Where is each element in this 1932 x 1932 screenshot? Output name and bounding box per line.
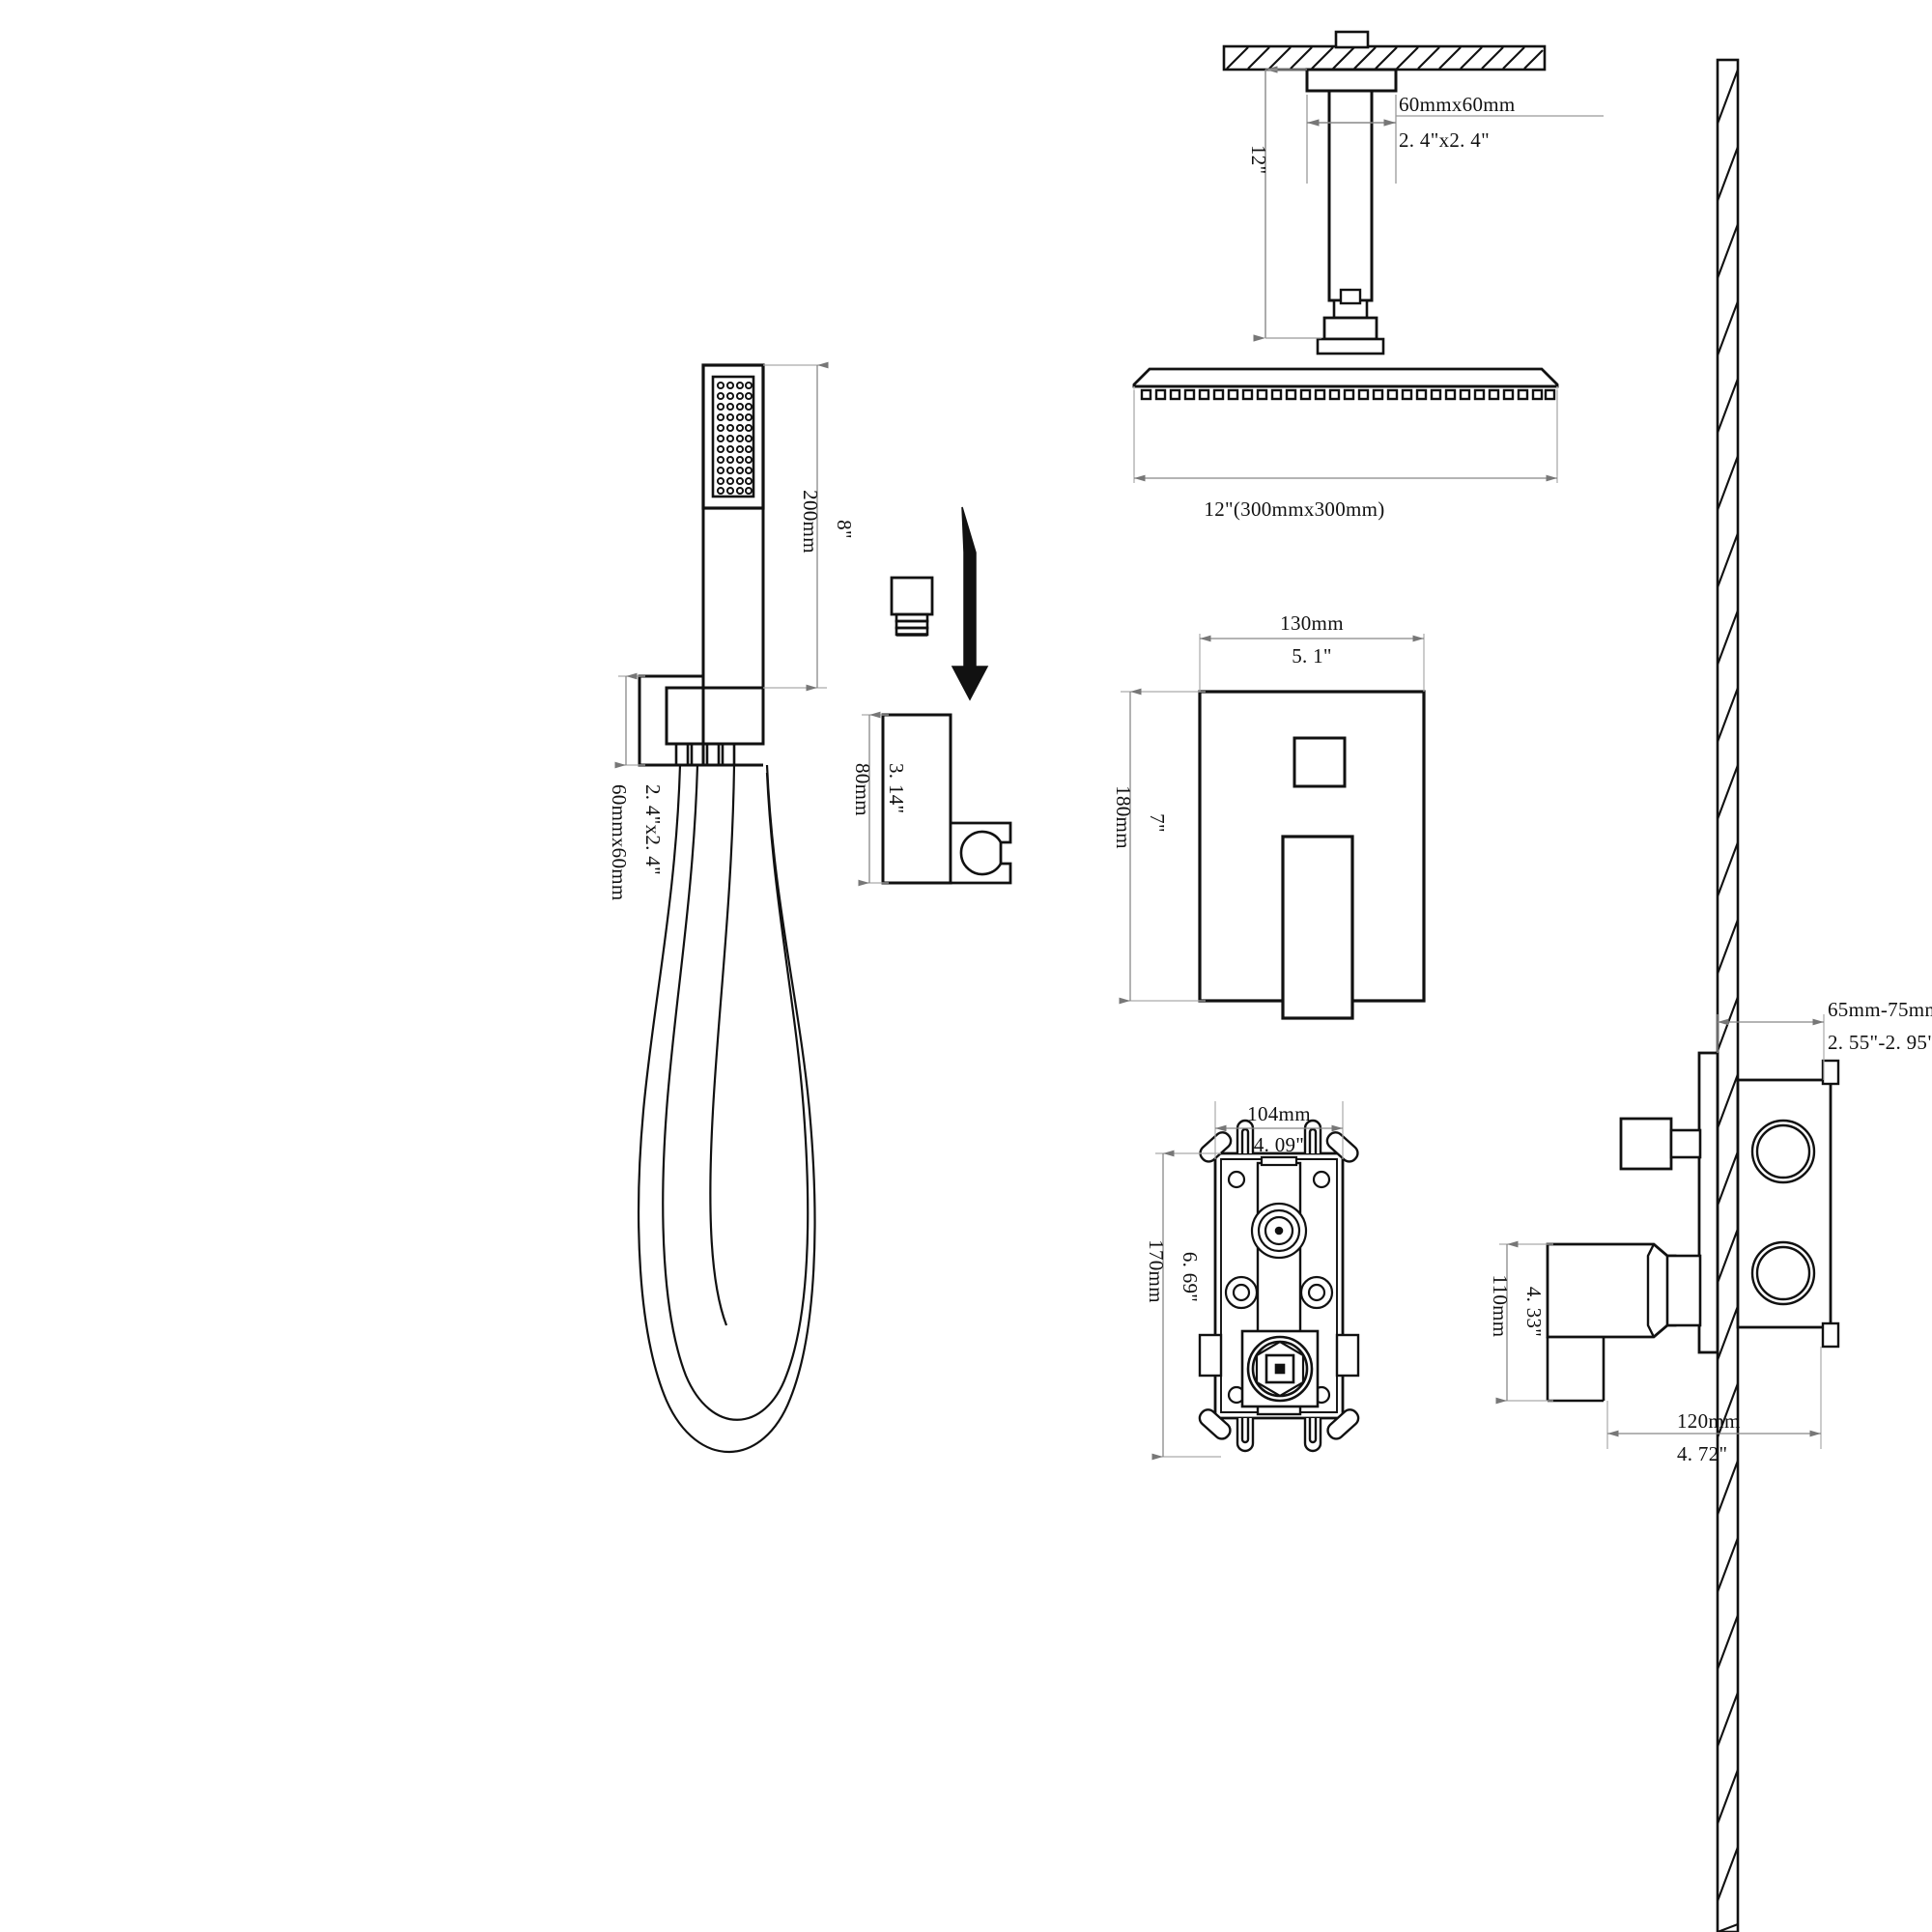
wall-valve-bottom-tab bbox=[1821, 1321, 1840, 1349]
adapter-body bbox=[890, 576, 934, 616]
dim-plate-height-metric: 180mm bbox=[1112, 785, 1135, 849]
arm-ceiling-flange bbox=[1305, 68, 1398, 93]
dim-handle-proj-metric: 120mm bbox=[1677, 1409, 1741, 1433]
dim-valve-height-metric: 170mm bbox=[1145, 1239, 1168, 1303]
ceiling-slab bbox=[1222, 44, 1547, 71]
dim-holder-imperial: 3. 14" bbox=[885, 763, 908, 813]
wand-base-inner bbox=[665, 686, 765, 746]
holder-cradle-arc bbox=[959, 830, 1003, 876]
dim-trim-plate-width: 130mm 5. 1" bbox=[1199, 611, 1425, 692]
trim-plate-diverter-button bbox=[1293, 736, 1347, 788]
assembly-direction-arrow bbox=[951, 506, 989, 701]
dim-wall-depth-metric: 65mm-75mm bbox=[1828, 998, 1932, 1021]
dim-wand-base-imperial: 2. 4"x2. 4" bbox=[641, 784, 665, 875]
wall-lever-stem bbox=[1665, 1254, 1702, 1327]
valve-top-port bbox=[1260, 1155, 1298, 1167]
dim-wall-depth-imperial: 2. 55"-2. 95" bbox=[1828, 1031, 1932, 1054]
wall-diverter-stem bbox=[1669, 1128, 1702, 1159]
dim-arm-section-imperial: 2. 4"x2. 4" bbox=[1399, 128, 1490, 152]
wall-section-hatched bbox=[1716, 58, 1740, 1932]
wall-handle-lower-edge bbox=[1546, 1337, 1604, 1403]
wall-lever-neck bbox=[1646, 1243, 1656, 1338]
rain-head-size-label: 12"(300mmx300mm) bbox=[1204, 497, 1384, 521]
wall-trim-plate-edge bbox=[1697, 1051, 1719, 1354]
dim-valve-width: 104mm 4. 09" bbox=[1214, 1101, 1344, 1159]
wall-mounted-valve-section bbox=[1546, 1051, 1840, 1403]
dim-plate-width-imperial: 5. 1" bbox=[1292, 644, 1332, 668]
handheld-shower-holder-bracket bbox=[881, 713, 1012, 885]
arm-lower-nut bbox=[1339, 288, 1362, 305]
threaded-adapter-nut bbox=[890, 576, 934, 637]
valve-body-inner bbox=[1220, 1158, 1338, 1413]
dim-wall-depth-range: 65mm-75mm 2. 55"-2. 95" bbox=[1717, 998, 1932, 1080]
dim-wand-base-section: 60mmx60mm 2. 4"x2. 4" bbox=[608, 672, 665, 901]
wall-lever-handle bbox=[1546, 1242, 1677, 1339]
arm-anchor-stud bbox=[1334, 30, 1370, 49]
dim-valve-height: 170mm 6. 69" bbox=[1145, 1150, 1221, 1461]
dim-wand-length-imperial: 8" bbox=[833, 520, 856, 539]
rain-head-top-bevel bbox=[1132, 367, 1559, 388]
dim-arm-length: 12" bbox=[1247, 66, 1321, 342]
valve-inlet-stubs bbox=[1198, 1333, 1360, 1378]
dim-plate-height-imperial: 7" bbox=[1146, 813, 1169, 833]
dim-valve-width-metric: 104mm bbox=[1247, 1102, 1311, 1125]
dim-handle-height: 110mm 4. 33" bbox=[1489, 1240, 1553, 1405]
dim-rain-head-width: 12"(300mmx300mm) bbox=[1133, 390, 1558, 521]
valve-cartridge bbox=[1240, 1329, 1320, 1408]
dim-wand-base-metric: 60mmx60mm bbox=[608, 784, 631, 901]
valve-upper-outlet bbox=[1250, 1202, 1308, 1260]
dim-handle-height-imperial: 4. 33" bbox=[1522, 1287, 1546, 1337]
dim-handle-proj-imperial: 4. 72" bbox=[1677, 1442, 1727, 1465]
dim-arm-section-metric: 60mmx60mm bbox=[1399, 93, 1516, 116]
arm-swivel-body bbox=[1322, 316, 1378, 341]
wall-diverter-knob bbox=[1619, 1117, 1673, 1171]
wall-valve-top-tab bbox=[1821, 1059, 1840, 1086]
dim-arm-section: 60mmx60mm 2. 4"x2. 4" bbox=[1306, 93, 1604, 184]
dim-arm-length-label: 12" bbox=[1247, 145, 1270, 174]
dim-plate-width-metric: 130mm bbox=[1280, 611, 1344, 635]
dim-holder-metric: 80mm bbox=[851, 763, 874, 816]
rough-in-valve-body bbox=[1198, 1119, 1360, 1453]
valve-screw-holes bbox=[1227, 1170, 1331, 1405]
trim-plate-lever-handle bbox=[1281, 835, 1354, 1020]
dim-trim-plate-height: 180mm 7" bbox=[1112, 688, 1206, 1005]
wall-valve-ports bbox=[1750, 1119, 1816, 1306]
mixer-valve-trim-plate bbox=[1198, 690, 1426, 1020]
dim-wand-length: 200mm 8" bbox=[763, 361, 856, 692]
dim-handle-projection: 120mm 4. 72" bbox=[1606, 1347, 1822, 1465]
dim-handle-height-metric: 110mm bbox=[1489, 1275, 1512, 1338]
valve-side-bosses bbox=[1224, 1275, 1334, 1310]
holder-body bbox=[881, 713, 952, 885]
dim-valve-height-imperial: 6. 69" bbox=[1179, 1252, 1202, 1302]
arm-swivel-base bbox=[1316, 337, 1385, 355]
handheld-shower-wand bbox=[659, 363, 765, 690]
dim-valve-width-imperial: 4. 09" bbox=[1254, 1133, 1304, 1156]
wand-spray-holes bbox=[716, 381, 753, 496]
handheld-base-elbow bbox=[638, 674, 765, 767]
dim-holder-height: 80mm 3. 14" bbox=[851, 711, 908, 887]
dim-wand-length-metric: 200mm bbox=[799, 490, 822, 554]
flexible-shower-hose bbox=[638, 764, 816, 1453]
